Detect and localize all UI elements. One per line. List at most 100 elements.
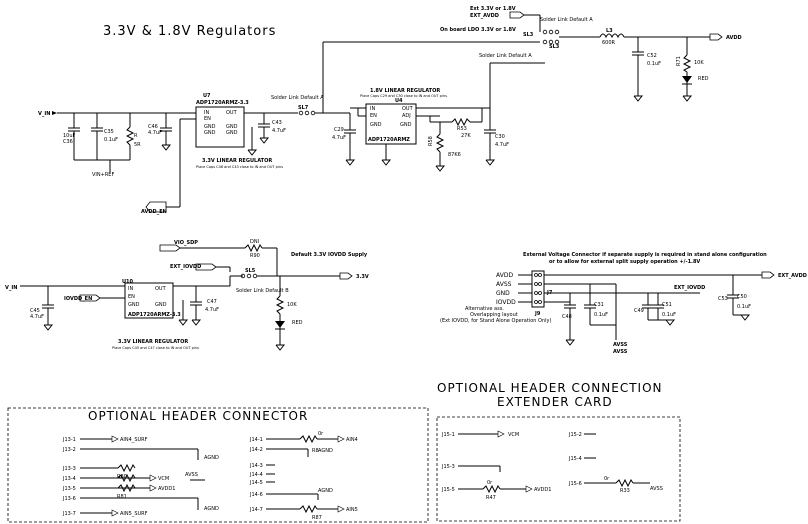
- j13-5: J13-5: [62, 486, 76, 492]
- svg-text:GND: GND: [370, 122, 382, 128]
- c47-value: 4.7uF: [205, 307, 219, 313]
- svg-text:R81: R81: [117, 494, 127, 500]
- default-supply-note: Default 3.3V IOVDD Supply: [291, 252, 368, 258]
- net-label-vin-ref: VIN+REF: [92, 172, 114, 178]
- j15-5: J15-5: [441, 487, 455, 493]
- svg-text:OUT: OUT: [226, 110, 238, 116]
- c36-ref: C36: [63, 139, 73, 145]
- svg-text:EN: EN: [128, 294, 135, 300]
- c46-value: 4.7uF: [148, 130, 162, 136]
- led-red-top-label: RED: [698, 76, 709, 82]
- u4-regulator: 1.8V LINEAR REGULATOR Place Caps C29 and…: [332, 62, 545, 172]
- alt-note-2: Overlapping layout: [470, 312, 518, 318]
- j14-6: J14-6: [249, 492, 263, 498]
- j14-7: J14-7: [249, 507, 263, 513]
- c30-ref: C30: [495, 134, 505, 140]
- c52-value: 0.1uF: [647, 61, 661, 67]
- extender-card-box: [436, 416, 681, 522]
- sl5-note: Solder Link Default B: [236, 288, 289, 294]
- c53-ref: C53: [718, 296, 728, 302]
- svg-text:GND: GND: [226, 124, 238, 130]
- j13-7: J13-7: [62, 511, 76, 517]
- u10-description: 3.3V LINEAR REGULATOR: [118, 339, 188, 345]
- extender-title-2: EXTENDER CARD: [497, 395, 613, 409]
- svg-text:0r: 0r: [487, 480, 493, 486]
- j13-3: J13-3: [62, 466, 76, 472]
- header-connector-title: OPTIONAL HEADER CONNECTOR: [88, 409, 308, 423]
- sl7-ref: SL7: [298, 105, 309, 111]
- connector-title-2: or to allow for external split supply op…: [549, 259, 700, 265]
- j15-6: J15-6: [568, 481, 582, 487]
- c49-ref: C49: [634, 308, 644, 314]
- svg-text:AVSS: AVSS: [650, 486, 663, 492]
- j14-3: J14-3: [249, 463, 263, 469]
- svg-text:R33: R33: [620, 488, 630, 494]
- svg-text:AGND: AGND: [204, 455, 219, 461]
- c47-ref: C47: [207, 299, 217, 305]
- c29-ref: C29: [334, 127, 344, 133]
- u10-ref: U10: [122, 279, 134, 285]
- regulators-title: 3.3V & 1.8V Regulators: [103, 24, 276, 39]
- j14-5: J14-5: [249, 480, 263, 486]
- c43-value: 4.7uF: [272, 128, 286, 134]
- svg-text:GND: GND: [204, 124, 216, 130]
- svg-text:R8: R8: [312, 448, 319, 454]
- avss-header: AVSS: [185, 472, 198, 478]
- conn-pin-avss: AVSS: [496, 281, 512, 288]
- j15-4: J15-4: [568, 456, 582, 462]
- svg-text:GND: GND: [155, 302, 167, 308]
- c52-ref: C52: [647, 53, 657, 59]
- j9-ref: J9: [534, 311, 541, 317]
- header-left-right-pins: J14-1 AIN4 0r J14-2 R8 AGND J14-3 J14-4 …: [249, 431, 358, 521]
- svg-text:Solder Link Default A: Solder Link Default A: [271, 95, 324, 101]
- c30-value: 4.7uF: [495, 142, 509, 148]
- avdd-output-section: L3 600R AVDD C52 0.1uF R71 10K RED: [599, 28, 742, 102]
- sl3-bottom-note: Solder Link Default A: [479, 53, 532, 59]
- u10-note: Place Caps C45 and C47 close to IN and O…: [112, 346, 199, 350]
- net-label-3v3: 3.3V: [356, 274, 369, 280]
- r90-value: DNI: [250, 239, 259, 245]
- net-label-vio-sdp: VIO_SDP: [174, 240, 198, 246]
- l3-value: 600R: [602, 40, 616, 46]
- c46-ref: C46: [148, 124, 158, 130]
- u7-regulator: U7 ADP1720ARMZ-3.3 IN EN GND GND OUT GND…: [141, 93, 298, 215]
- alt-note-3: (Ext IOVDD, for Stand Alone Operation On…: [440, 318, 551, 324]
- u7-note: Place Caps C46 and C43 close to IN and O…: [196, 165, 283, 169]
- svg-text:AGND: AGND: [204, 506, 219, 512]
- c29-value: 4.7uF: [332, 135, 346, 141]
- u4-description: 1.8V LINEAR REGULATOR: [370, 88, 440, 94]
- sl3-solder-link[interactable]: Ext 3.3V or 1.8V EXT_AVDD Solder Link De…: [440, 6, 600, 59]
- c51-value: 0.1uF: [662, 312, 676, 318]
- c31-ref: C31: [594, 302, 604, 308]
- svg-text:OUT: OUT: [155, 286, 167, 292]
- onboard-ldo-label: On board LDO 3.3V or 1.8V: [440, 27, 516, 33]
- u4-part: ADP1720ARMZ: [368, 137, 410, 143]
- j14-2: J14-2: [249, 447, 263, 453]
- led-red-iovdd-label: RED: [292, 320, 303, 326]
- j13-1: J13-1: [62, 437, 76, 443]
- conn-pin-avdd: AVDD: [496, 272, 513, 279]
- net-label-v-in: V_IN: [38, 111, 50, 117]
- svg-text:VCM: VCM: [158, 476, 169, 482]
- svg-text:IN: IN: [128, 286, 133, 292]
- svg-text:EN: EN: [370, 113, 377, 119]
- ext-source-label: Ext 3.3V or 1.8V: [470, 6, 516, 12]
- net-label-v-in-2: V_IN: [5, 285, 17, 291]
- j13-6: J13-6: [62, 496, 76, 502]
- avdd-port: [709, 33, 723, 41]
- c31-value: 0.1uF: [594, 312, 608, 318]
- connector-j9-body: [531, 270, 545, 308]
- avss-label-1: AVSS: [613, 342, 628, 348]
- svg-text:AIN4: AIN4: [346, 437, 358, 443]
- u7-description: 3.3V LINEAR REGULATOR: [202, 158, 272, 164]
- svg-text:GND: GND: [128, 302, 140, 308]
- l3-ref: L3: [606, 28, 613, 34]
- r53-ref: R53: [457, 126, 467, 132]
- iovdd-section: VIO_SDP DNI R90 Default 3.3V IOVDD Suppl…: [5, 239, 369, 351]
- svg-text:0r: 0r: [604, 476, 610, 482]
- svg-text:AVDD1: AVDD1: [158, 486, 175, 492]
- vin-input-section: V_IN 10uF C36 C35 0.1uF R 5R VIN+REF C46…: [38, 111, 196, 178]
- header-right-pins: J15-1 VCM J15-3 J15-5 AVDD1 R47 0r J15-2…: [441, 430, 663, 501]
- c45-value: 4.7uF: [30, 314, 44, 320]
- sl7-solder-link[interactable]: Solder Link Default A SL7: [271, 41, 540, 116]
